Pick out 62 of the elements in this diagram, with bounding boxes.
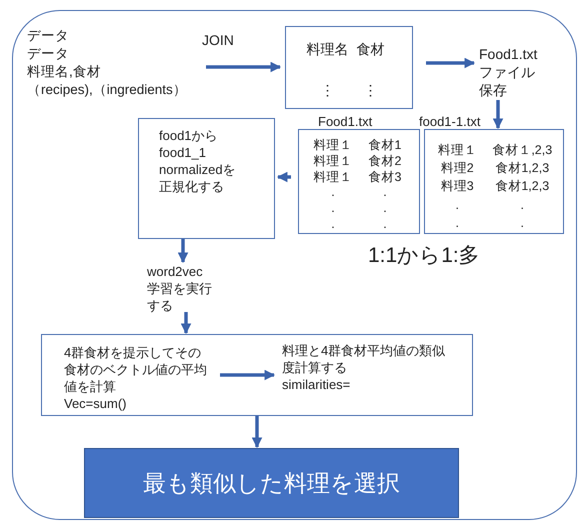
cell-text: food1_1: [159, 144, 207, 161]
table-box: [298, 129, 420, 234]
cell-text: food1から: [159, 127, 219, 144]
arrow: [180, 312, 192, 334]
cell-text: ⋮: [320, 80, 336, 100]
result-box: [84, 448, 459, 518]
file-name-label: Food1.txt: [318, 113, 372, 131]
step-text: 4群食材を提示してその食材のベクトル値の平均値を計算: [64, 344, 208, 395]
cell-text: .: [454, 196, 460, 214]
arrow: [276, 172, 291, 182]
cell-text: .: [520, 196, 525, 214]
arrow: [426, 58, 476, 68]
step-text: ファイル: [479, 63, 535, 81]
cell-text: 食材1,2,3: [494, 160, 550, 178]
cell-text: 料理１: [312, 170, 354, 186]
file-name-label: food1-1.txt: [419, 113, 480, 131]
step-text: Vec=sum(): [64, 395, 128, 412]
cell-text: 食材１,2,3: [491, 142, 554, 159]
step-text: （recipes),（ingredients）: [27, 81, 187, 99]
step-text: similarities=: [282, 376, 352, 393]
step-text: word2vec: [147, 263, 203, 280]
cell-text: ⋮: [362, 80, 378, 100]
cell-text: .: [382, 201, 388, 218]
cell-text: 正規化する: [159, 178, 225, 195]
cell-text: 食材1: [368, 138, 402, 154]
cell-text: 料理3: [440, 178, 475, 196]
arrow: [492, 100, 504, 130]
note-text: 1:1から1:多: [368, 243, 480, 269]
step-text: 学習を実行: [147, 280, 212, 297]
cell-text: 料理１: [312, 138, 354, 154]
arrow: [206, 62, 282, 72]
table-box: [424, 129, 564, 234]
arrow: [220, 370, 276, 380]
step-text: Food1.txt: [479, 45, 538, 63]
table-box: [285, 26, 413, 109]
cell-text: 最も類似した料理を選択: [143, 468, 400, 498]
arrow: [178, 238, 188, 264]
cell-text: 料理名: [306, 40, 349, 59]
cell-text: .: [454, 214, 460, 232]
cell-text: .: [520, 214, 525, 232]
cell-text: .: [382, 217, 388, 233]
process-box: [41, 334, 473, 416]
cell-text: .: [330, 185, 336, 202]
step-text: 料理名,食材: [27, 63, 101, 81]
cell-text: normalizedを: [159, 161, 237, 178]
rounded-container: [12, 10, 577, 520]
step-text: データ: [27, 45, 69, 63]
step-text: する: [147, 297, 173, 314]
step-text: 保存: [479, 81, 507, 99]
cell-text: 食材1,2,3: [494, 178, 550, 196]
cell-text: .: [382, 185, 388, 202]
cell-text: 食材: [356, 40, 386, 59]
step-text: データ: [27, 27, 69, 45]
cell-text: 食材3: [368, 170, 402, 186]
process-box: [138, 118, 275, 239]
cell-text: 料理１: [312, 154, 354, 170]
cell-text: 料理2: [440, 160, 475, 178]
cell-text: .: [330, 201, 336, 218]
cell-text: 食材2: [368, 154, 402, 170]
cell-text: 料理１: [436, 142, 478, 159]
cell-text: .: [330, 217, 336, 233]
arrow: [252, 415, 262, 448]
